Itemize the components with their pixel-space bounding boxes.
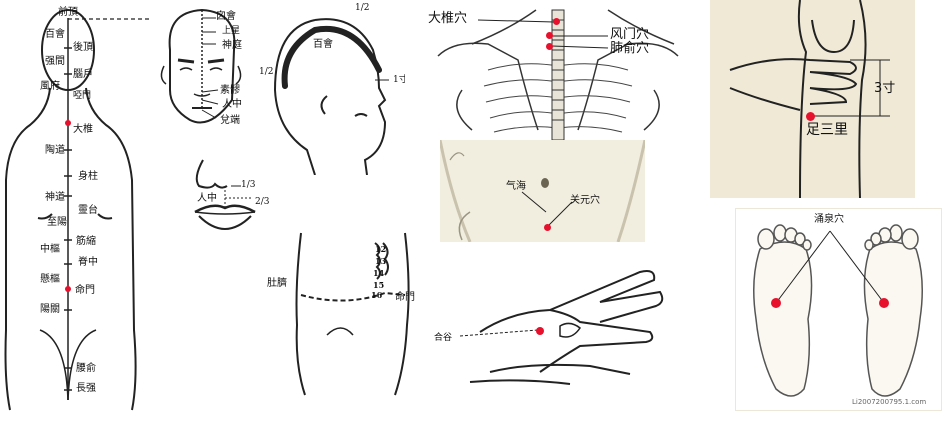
label-changqiang: 長强	[76, 383, 96, 394]
label-jizhong: 脊中	[78, 257, 98, 268]
hand-chart: 合谷	[430, 262, 670, 392]
label-suliao: 素髎	[220, 85, 240, 96]
label-xuanshu: 懸樞	[40, 274, 60, 285]
label-zhiyang: 至陽	[47, 217, 67, 228]
label-mingmen-waist: 命門	[395, 292, 415, 303]
mouth-outline	[194, 159, 256, 230]
label-half-left: 1/2	[259, 67, 274, 77]
label-yaoshu: 腰俞	[76, 363, 96, 374]
vertebra-15: 15	[373, 280, 385, 290]
label-renzhong-front: 人中	[222, 99, 242, 110]
label-taodao: 陶道	[45, 145, 65, 156]
label-baihui: 百會	[45, 29, 65, 40]
acupoint-dazhui-dot	[65, 120, 71, 126]
label-baihui-side: 百會	[313, 39, 333, 50]
back-outline	[4, 9, 150, 411]
leg-outline	[729, 0, 890, 198]
label-feishu-xue: 肺俞穴	[610, 41, 650, 56]
label-renzhong-mouth: 人中	[197, 193, 217, 204]
head-side-outline	[273, 18, 389, 175]
label-zhongshu: 中樞	[40, 244, 60, 255]
acupoint-zusanli-dot	[806, 112, 815, 121]
label-yamen: 啞門	[73, 91, 92, 101]
vertebra-13: 13	[375, 256, 387, 266]
label-one-cun-side: 1寸	[393, 75, 405, 85]
leg-chart: 3寸 足三里	[710, 0, 915, 198]
label-dazhui: 大椎	[73, 124, 93, 135]
acupoint-hegu-dot	[536, 327, 544, 335]
abdomen-chart: 气海 关元穴	[440, 140, 645, 242]
vertebra-14: 14	[373, 268, 385, 278]
label-duiduan: 兌端	[220, 115, 240, 126]
acupoint-yongquan-right-dot	[879, 298, 889, 308]
label-lingtai: 靈台	[78, 205, 98, 216]
label-shendao: 神道	[45, 192, 65, 203]
upper-back-chart: 大椎穴 风门穴 肺俞穴	[428, 0, 688, 140]
label-three-cun: 3寸	[874, 81, 896, 96]
label-qianding: 前頂	[58, 7, 78, 18]
face-outline	[160, 8, 242, 124]
label-guanyuan-xue: 关元穴	[570, 195, 600, 206]
label-yangguan: 陽關	[40, 304, 60, 315]
acupoint-dazhui-back-dot	[553, 18, 560, 25]
label-naohu: 腦戶	[73, 69, 93, 80]
head-side-chart: 1/2 百會 1/2 1寸	[255, 0, 405, 175]
label-zusanli: 足三里	[806, 122, 848, 138]
label-shangxing: 上星	[222, 26, 241, 36]
label-xinhui: 囟會	[216, 11, 236, 22]
label-fengmen-xue: 风门穴	[610, 27, 650, 42]
mouth-detail-chart: 1/3 人中 2/3	[185, 150, 275, 245]
label-jinsuo: 筋縮	[76, 236, 96, 247]
label-houding: 後頂	[73, 42, 93, 53]
acupoint-yongquan-left-dot	[771, 298, 781, 308]
upper-back-outline	[437, 9, 679, 140]
label-one-third: 1/3	[241, 180, 256, 190]
label-yongquan-xue: 涌泉穴	[814, 214, 844, 225]
label-qiangjian: 强間	[45, 56, 65, 67]
acupoint-guanyuan-dot	[544, 224, 551, 231]
abdomen-outline	[440, 140, 645, 242]
label-shenzhu: 身柱	[78, 171, 98, 182]
label-shenting: 神庭	[222, 40, 242, 51]
vertebra-12: 12	[375, 244, 387, 254]
label-half-top: 1/2	[355, 3, 370, 13]
watermark: Li2007200795.1.com	[852, 398, 927, 406]
label-duqi: 肚臍	[267, 278, 287, 289]
label-mingmen: 命門	[75, 285, 95, 296]
label-fengfu: 風府	[40, 81, 60, 92]
acupoint-fengmen-dot	[546, 32, 553, 39]
waist-outline	[295, 232, 410, 396]
vertebra-16: 16	[371, 290, 383, 300]
label-two-thirds: 2/3	[255, 197, 270, 207]
waist-chart: 肚臍 命門 12 13 14 15 16	[265, 225, 425, 415]
feet-outline	[753, 224, 923, 397]
acupoint-mingmen-dot	[65, 286, 71, 292]
face-front-chart: 囟會 上星 神庭 素髎 人中 兌端	[150, 0, 260, 140]
feet-chart: 涌泉穴 Li2007200795.1.com	[735, 208, 942, 411]
back-acupoint-chart: 前頂 百會 後頂 强間 腦戶 風府 啞門 大椎 陶道 身柱 神道 靈台 至陽 筋…	[0, 0, 150, 415]
label-dazhui-xue: 大椎穴	[428, 11, 468, 26]
hand-outline	[459, 270, 664, 385]
acupoint-feishu-dot	[546, 43, 553, 50]
label-hegu: 合谷	[434, 333, 453, 343]
label-qihai: 气海	[506, 181, 526, 192]
